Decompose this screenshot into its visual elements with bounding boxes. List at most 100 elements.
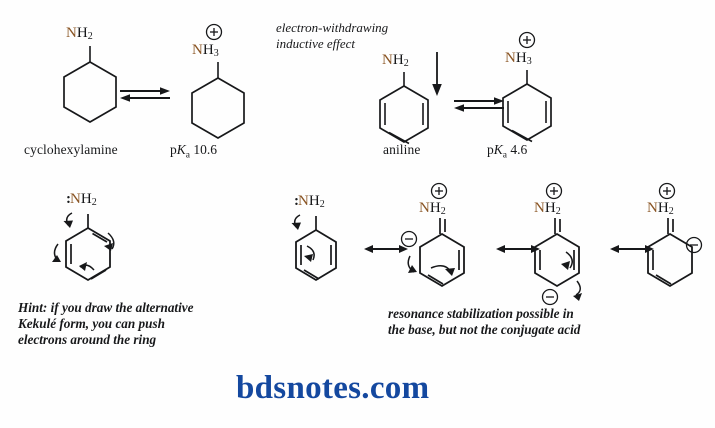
curly-arrow-ring: [565, 251, 573, 269]
kekule-double-bond-bottom: [511, 129, 533, 143]
positive-charge-circle-2: [518, 31, 536, 49]
nitrogen-symbol: N: [505, 50, 516, 66]
cyclohexylammonium-nh3-label: NH3: [192, 43, 219, 59]
lone-pair-symbol: :: [294, 193, 299, 209]
hexagon: [647, 232, 693, 288]
pka-k: K: [493, 142, 503, 157]
hydrogen-count: 2: [87, 31, 93, 42]
hydrogen-symbol: H: [80, 191, 92, 207]
kekule-double-bond-bottom: [388, 131, 410, 145]
pka-value: 4.6: [510, 142, 528, 157]
arrow-head-right: [399, 245, 408, 253]
hydrogen-count: 2: [440, 206, 446, 217]
charge-circle: [400, 230, 418, 248]
nitrogen-symbol: N: [298, 193, 309, 209]
charge-circle: [545, 182, 563, 200]
arrow-head-left: [364, 245, 373, 253]
nitrogen-symbol: N: [66, 25, 77, 41]
hexagon: [534, 232, 580, 288]
hexagon: [63, 61, 117, 123]
forward-arrow-head: [160, 87, 170, 95]
kekule-double-bond-bottom: [303, 269, 320, 280]
inductive-effect-arrow-icon: [432, 52, 442, 96]
benzene-ring-aniline: [379, 72, 429, 145]
charge-circle: [685, 236, 703, 254]
curly-arrow-head-3: [104, 243, 113, 251]
curly-arrow-head-2: [573, 293, 582, 301]
curly-arrow-head-1: [408, 265, 417, 273]
charge-circle: [205, 23, 223, 41]
curly-arrow-head-1: [63, 220, 73, 228]
curly-arrow-right-ring: [107, 232, 115, 250]
negative-charge-circle-1: [400, 230, 418, 248]
curly-arrow-head-2: [445, 268, 455, 276]
pka-value: 10.6: [193, 142, 217, 157]
curly-arrow-head-2: [304, 254, 313, 262]
benzene-ring-anilinium: [502, 70, 552, 143]
hydrogen-symbol: H: [202, 42, 214, 58]
cyclohexane-ring-product: [191, 62, 245, 139]
equilibrium-arrow-2: [454, 97, 504, 112]
curly-arrow-to-carbanion: [575, 280, 581, 296]
hexagon: [379, 85, 429, 143]
cyclohexane-ring-reactant: [63, 46, 117, 123]
hexagon: [295, 228, 337, 282]
nitrogen-symbol: N: [192, 42, 203, 58]
curly-arrow-head-4: [79, 262, 87, 271]
resonance-structure-1: [291, 214, 337, 282]
resonance-structure-4: [647, 218, 693, 288]
nitrogen-symbol: N: [419, 200, 430, 216]
hydrogen-symbol: H: [76, 25, 88, 41]
inductive-effect-annotation: electron-withdrawing inductive effect: [276, 20, 389, 51]
negative-charge-circle-2: [541, 288, 559, 306]
curly-arrow-head-1: [561, 261, 570, 270]
hexagon: [191, 77, 245, 139]
positive-charge-circle-3: [430, 182, 448, 200]
charge-circle: [430, 182, 448, 200]
positive-charge-circle-5: [658, 182, 676, 200]
charge-circle: [541, 288, 559, 306]
hexagon: [502, 83, 552, 141]
hint-benzene-kekule-structure: [52, 212, 115, 282]
cyclohexylamine-name-label: cyclohexylamine: [24, 142, 118, 157]
resonance-structure-3: [534, 218, 582, 301]
forward-arrow-head: [494, 97, 504, 105]
arrow-head-left: [610, 245, 619, 253]
hexagon: [65, 226, 111, 282]
charge-circle: [658, 182, 676, 200]
positive-charge-circle-4: [545, 182, 563, 200]
resonance-caption: resonance stabilization possible in the …: [388, 306, 581, 337]
pka-label-anilinium: pKa 4.6: [487, 142, 527, 161]
nitrogen-symbol: N: [70, 191, 81, 207]
nitrogen-symbol: N: [534, 200, 545, 216]
kekule-double-bond-lower-right: [90, 269, 107, 280]
pka-prefix: p: [487, 142, 494, 157]
arrow-head: [432, 84, 442, 96]
cyclohexylamine-nh2-label: NH2: [66, 26, 93, 42]
resonance-2-nh2-label: NH2: [419, 201, 446, 217]
hydrogen-count: 3: [213, 48, 219, 59]
nitrogen-symbol: N: [382, 52, 393, 68]
aniline-nh2-label: NH2: [382, 53, 409, 69]
hint-text: Hint: if you draw the alternative Kekulé…: [18, 300, 194, 347]
double-bond-bottom-left: [655, 274, 672, 285]
curly-arrow-ring: [306, 245, 315, 261]
charge-circle: [518, 31, 536, 49]
resonance-1-nh2-label: :NH2: [294, 194, 325, 210]
equilibrium-arrow-1: [120, 87, 170, 102]
pka-prefix: p: [170, 142, 177, 157]
negative-charge-circle-3: [685, 236, 703, 254]
pka-k: K: [176, 142, 186, 157]
hydrogen-symbol: H: [308, 193, 320, 209]
resonance-arrow-1: [364, 245, 408, 253]
hydrogen-count: 2: [668, 206, 674, 217]
hydrogen-symbol: H: [392, 52, 404, 68]
resonance-3-nh2-label: NH2: [534, 201, 561, 217]
pka-subscript: a: [185, 150, 190, 161]
hydrogen-symbol: H: [544, 200, 556, 216]
hexagon: [419, 232, 465, 288]
hydrogen-symbol: H: [429, 200, 441, 216]
hydrogen-count: 2: [555, 206, 561, 217]
hydrogen-symbol: H: [657, 200, 669, 216]
